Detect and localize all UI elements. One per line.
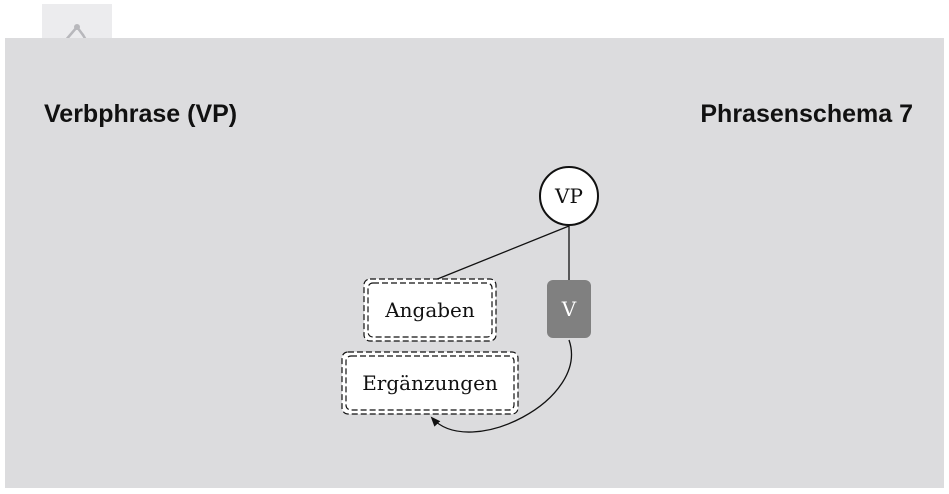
- edge-vp-angaben: [429, 225, 570, 283]
- angaben-label: Angaben: [384, 298, 475, 322]
- vp-root-label: VP: [554, 184, 583, 208]
- angaben-node: Angaben: [363, 278, 497, 342]
- verb-label: V: [561, 297, 577, 321]
- verb-node: V: [547, 280, 591, 338]
- valency-arrow: [430, 339, 572, 433]
- page-title: Verbphrase (VP): [44, 100, 238, 128]
- ergaenzungen-label: Ergänzungen: [362, 371, 498, 395]
- ergaenzungen-node: Ergänzungen: [341, 351, 519, 415]
- schema-label: Phrasenschema 7: [700, 100, 913, 128]
- vp-root-node: VP: [539, 166, 599, 226]
